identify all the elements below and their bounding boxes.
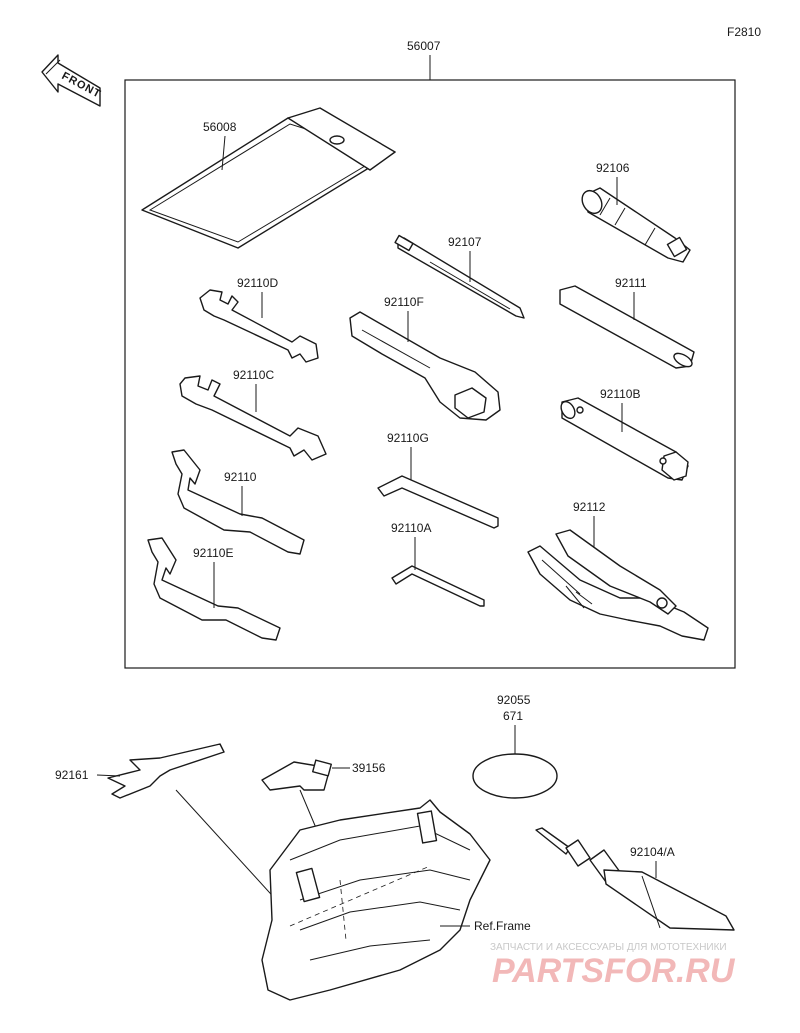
tool-pouch: [141, 107, 396, 249]
front-arrow-icon: FRONT: [41, 54, 103, 107]
label-92110A: 92110A: [391, 521, 431, 535]
figure-code: F2810: [727, 25, 761, 39]
label-56007: 56007: [407, 39, 441, 53]
label-671: 671: [503, 709, 523, 723]
label-92110F: 92110F: [384, 295, 424, 309]
rubber-strap: [107, 743, 225, 799]
label-92104A: 92104/A: [630, 845, 675, 859]
leader-92161: [96, 774, 121, 777]
pliers: [527, 529, 709, 641]
label-92107: 92107: [448, 235, 482, 249]
tool-kit-frame: [124, 79, 736, 669]
o-ring: [472, 753, 558, 799]
hook-spanner: [171, 449, 305, 555]
clamp-plate: [261, 759, 332, 791]
label-92112: 92112: [573, 500, 606, 514]
label-ref-frame: Ref.Frame: [474, 919, 531, 933]
label-92110E: 92110E: [193, 546, 233, 560]
label-92110D: 92110D: [237, 276, 278, 290]
socket-tube: [560, 397, 689, 481]
label-92110C: 92110C: [233, 368, 274, 382]
hook-spanner-small: [147, 537, 281, 641]
label-92110B: 92110B: [600, 387, 640, 401]
leader-56008: [221, 135, 226, 171]
watermark-logo: PARTSFOR.RU: [492, 952, 736, 990]
frame-reference: [261, 799, 491, 1001]
label-56008: 56008: [203, 120, 237, 134]
label-92106: 92106: [596, 161, 630, 175]
wrench-medium: [179, 375, 327, 461]
label-92161: 92161: [55, 768, 89, 782]
wrench-small: [199, 289, 319, 363]
hex-key-large: [377, 475, 499, 529]
label-39156: 39156: [352, 761, 386, 775]
box-spanner: [349, 311, 501, 421]
hex-key-small: [391, 565, 485, 607]
grip-handle: [581, 187, 691, 263]
label-92111: 92111: [615, 276, 647, 290]
watermark-caption: ЗАПЧАСТИ И АКСЕССУАРЫ ДЛЯ МОТОТЕХНИКИ: [490, 942, 727, 953]
label-92110: 92110: [224, 470, 257, 484]
label-92055: 92055: [497, 693, 531, 707]
flat-tube: [559, 285, 695, 369]
screwdriver: [394, 234, 525, 319]
sealant-tube: [535, 827, 735, 931]
label-92110G: 92110G: [387, 431, 429, 445]
